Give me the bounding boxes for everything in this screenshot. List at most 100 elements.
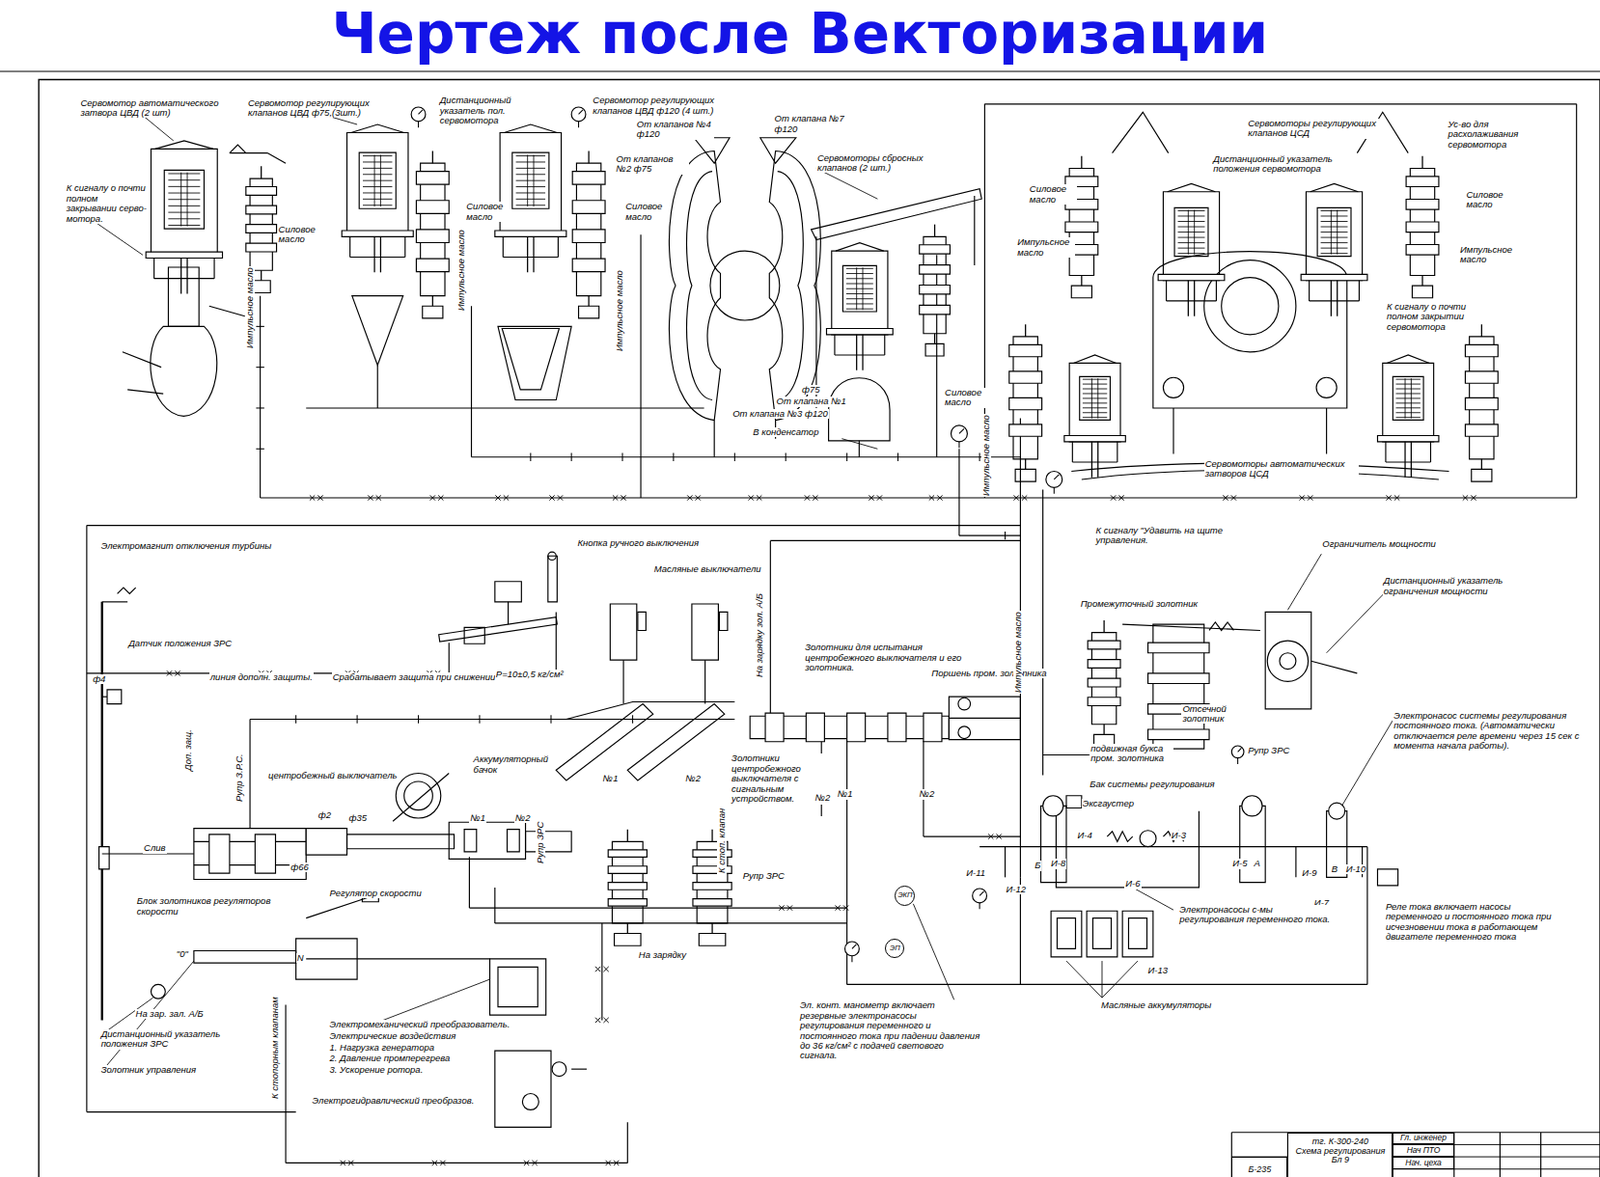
circle-symbol [571, 107, 586, 122]
oil-line [1321, 237, 1349, 239]
oil-line [1237, 758, 1239, 765]
oil-line [260, 270, 262, 281]
node-text: Схема регулирования [1296, 1147, 1386, 1158]
oil-line [1404, 441, 1406, 478]
oil-line [86, 524, 1021, 526]
oil-line [305, 898, 367, 919]
callout-label: Импульсное масло [245, 266, 255, 350]
oil-line [284, 1005, 286, 1164]
oil-line [1309, 300, 1360, 302]
oil-line [1101, 961, 1103, 998]
machine-outline [347, 834, 455, 850]
oil-line [1385, 495, 1391, 500]
device-circle: ЭКП [894, 885, 915, 907]
oil-line [1021, 495, 1027, 500]
oil-line [695, 495, 701, 500]
oil-line [468, 856, 470, 909]
machine-outline [525, 831, 573, 853]
oil-line [167, 218, 200, 220]
callout-label: В конденсатор [751, 427, 820, 438]
oil-line [1097, 441, 1099, 478]
machine-outline [1162, 192, 1219, 281]
machine-outline [1158, 274, 1225, 280]
oil-line [362, 192, 392, 194]
oil-line [526, 236, 528, 273]
oil-line [778, 905, 784, 911]
callout-label: Слив [142, 843, 166, 854]
oil-line [862, 267, 864, 310]
machine-outline [1167, 183, 1216, 192]
node-text: Б-235 [1247, 1165, 1271, 1176]
machine-outline [1464, 397, 1498, 410]
circle-symbol [1046, 471, 1063, 489]
oil-line [958, 441, 960, 448]
oil-line [174, 670, 180, 676]
oil-line [1366, 847, 1368, 986]
machine-outline [497, 326, 572, 400]
oil-line [362, 161, 392, 163]
oil-line [1118, 495, 1124, 500]
oil-line [672, 452, 674, 461]
oil-line [317, 495, 323, 500]
oil-line [209, 305, 246, 317]
oil-line [1462, 495, 1468, 500]
oil-line [973, 195, 975, 266]
oil-line [376, 495, 382, 500]
oil-line [1122, 624, 1261, 631]
circle-symbol [411, 107, 426, 122]
oil-line [843, 905, 849, 911]
callout-label: В [1330, 864, 1339, 875]
callout-label: Регулятор скорости [328, 888, 422, 899]
oil-line [846, 452, 848, 461]
callout-label: Электромагнит отключения турбины [100, 541, 274, 552]
oil-line [1410, 441, 1412, 478]
oil-line [350, 256, 406, 258]
oil-line [1103, 620, 1104, 634]
oil-line [213, 258, 215, 279]
node-text: тг. К-300-240 [1312, 1137, 1369, 1148]
callout-label: "0" [175, 949, 190, 960]
callout-label: К сигналу о почти полном закрывании серв… [65, 183, 150, 224]
callout-label: Ус-во для расхолаживания сервомотора [1446, 119, 1533, 150]
machine-outline [497, 966, 538, 1007]
oil-line [430, 495, 436, 500]
oil-line [1330, 209, 1332, 254]
oil-line [362, 180, 392, 182]
oil-line [785, 452, 787, 461]
oil-line [1082, 397, 1107, 399]
callout-label: Сервомотор регулирующих клапанов ЦВД ф75… [247, 98, 377, 119]
oil-line [877, 495, 883, 500]
oil-line [417, 715, 419, 723]
callout-label: К стоп. клапан [717, 807, 727, 875]
machine-outline [1386, 355, 1430, 363]
machine-outline [1310, 183, 1359, 192]
oil-line [937, 495, 942, 500]
oil-line [533, 154, 535, 207]
oil-line [127, 389, 164, 394]
oil-line [958, 448, 960, 536]
oil-line [1396, 379, 1421, 381]
callout-label: ф2 [317, 810, 332, 821]
machine-outline [1069, 362, 1121, 442]
oil-line [167, 179, 200, 181]
oil-line [1336, 280, 1338, 317]
oil-line [531, 1160, 537, 1166]
oil-line [1396, 392, 1421, 394]
callout-label: №2 [814, 793, 832, 803]
oil-line [1080, 156, 1082, 169]
oil-line [1405, 378, 1407, 418]
oil-line [348, 1160, 354, 1166]
callout-label: Силовое масло [624, 201, 669, 222]
oil-line [1004, 847, 1006, 879]
oil-line [1336, 209, 1338, 254]
machine-outline [1065, 221, 1099, 233]
oil-line [470, 305, 472, 457]
oil-line [1307, 495, 1313, 500]
oil-line [373, 236, 375, 273]
oil-line [979, 452, 981, 461]
machine-outline [117, 587, 137, 594]
callout-label: Сервомотор регулирующих клапанов ЦВД ф12… [591, 95, 752, 116]
oil-line [154, 277, 215, 279]
oil-line [923, 835, 1021, 837]
machine-outline [718, 611, 727, 631]
